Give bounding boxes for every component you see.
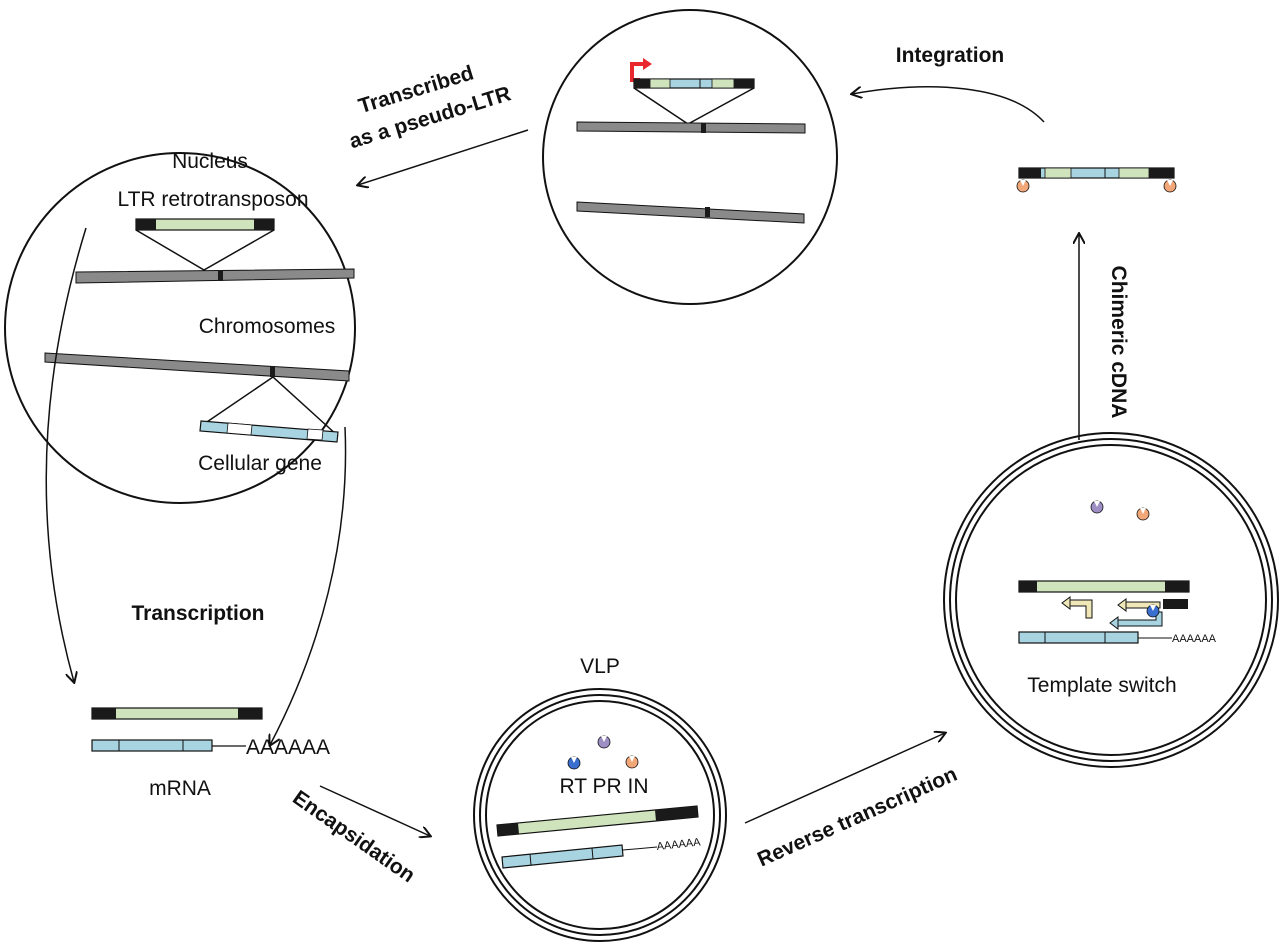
- chimeric-cdna-label: Chimeric cDNA: [1107, 266, 1130, 419]
- reverse-transcription-label: Reverse transcription: [754, 763, 961, 872]
- transcription-arrow-right: [270, 426, 347, 745]
- ts-in-protein: [1136, 507, 1150, 521]
- in-protein: [625, 755, 639, 769]
- integrated-chimeric-element: [633, 78, 755, 89]
- ts-middle-ring: [949, 438, 1273, 762]
- cellular-gene-label: Cellular gene: [198, 452, 322, 475]
- mrna-retrotransposon-rna: [91, 707, 263, 720]
- chromosome-2: [44, 352, 350, 382]
- chimeric-cdna-product: [1016, 167, 1177, 193]
- integrated-chromosome-group: [542, 9, 838, 305]
- transcription-label: Transcription: [131, 602, 264, 625]
- mrna-polya-tail: AAAAAA: [246, 736, 330, 759]
- ltr-retrotransposon-label: LTR retrotransposon: [117, 188, 308, 211]
- template-switch-group: AAAAAA Template switch: [943, 432, 1279, 768]
- cellular-gene-element: [199, 420, 339, 443]
- ts-nascent-ltr-cdna: [1163, 599, 1188, 609]
- mrna-label: mRNA: [149, 777, 211, 800]
- vlp-middle-ring: [479, 694, 721, 936]
- ts-reverse-arrow: [1069, 599, 1093, 619]
- nucleus-group: Nucleus LTR retrotransposon Chromosomes …: [4, 150, 356, 504]
- pr-protein: [597, 735, 611, 749]
- ts-gene-transcript: [1018, 631, 1172, 644]
- vlp-label: VLP: [580, 655, 620, 678]
- nucleus-circle: [4, 152, 356, 504]
- transcribed-arrow: [358, 129, 529, 185]
- cdna-in-protein-left: [1016, 179, 1030, 193]
- integrated-chromosome-1: [576, 121, 806, 134]
- promoter-arrowhead: [643, 58, 652, 70]
- vlp-group: VLP RT PR IN AAAAAA: [473, 655, 727, 942]
- encapsidation-arrow: [319, 785, 430, 836]
- mrna-gene-transcript: [91, 739, 246, 752]
- ts-inner-ring: [955, 444, 1267, 756]
- chromosome-1: [75, 268, 355, 284]
- retrotransposon-element: [135, 218, 275, 231]
- vlp-inner-ring: [485, 700, 715, 930]
- mrna-group: AAAAAA mRNA: [91, 707, 330, 800]
- ts-rt-protein: [1146, 604, 1160, 618]
- rt-protein: [567, 756, 581, 770]
- insertion-lines-upper: [135, 229, 275, 271]
- integration-arrow: [852, 86, 1045, 123]
- template-switch-label: Template switch: [1027, 674, 1176, 697]
- proteins-label: RT PR IN: [559, 775, 648, 798]
- insertion-lines-lower: [200, 376, 339, 437]
- integrated-chromosome-2: [576, 201, 805, 224]
- cdna-in-protein-right: [1163, 179, 1177, 193]
- vlp-gene-transcript: [501, 844, 658, 869]
- ts-retrotransposon-rna: [1018, 580, 1190, 593]
- nucleus-label: Nucleus: [172, 150, 248, 173]
- integration-insertion-lines: [633, 87, 755, 125]
- transcription-arrow-left: [45, 227, 87, 682]
- ts-pr-protein: [1090, 500, 1104, 514]
- chromosomes-label: Chromosomes: [199, 315, 336, 338]
- vlp-polya-tail: AAAAAA: [656, 836, 702, 853]
- integration-label: Integration: [896, 44, 1005, 67]
- vlp-retrotransposon-rna: [496, 805, 699, 837]
- reverse-transcription-arrow: [744, 733, 945, 824]
- integration-circle: [542, 9, 838, 305]
- ts-polya-tail: AAAAAA: [1172, 633, 1217, 645]
- ts-outer-ring: [943, 432, 1279, 768]
- vlp-outer-ring: [473, 688, 727, 942]
